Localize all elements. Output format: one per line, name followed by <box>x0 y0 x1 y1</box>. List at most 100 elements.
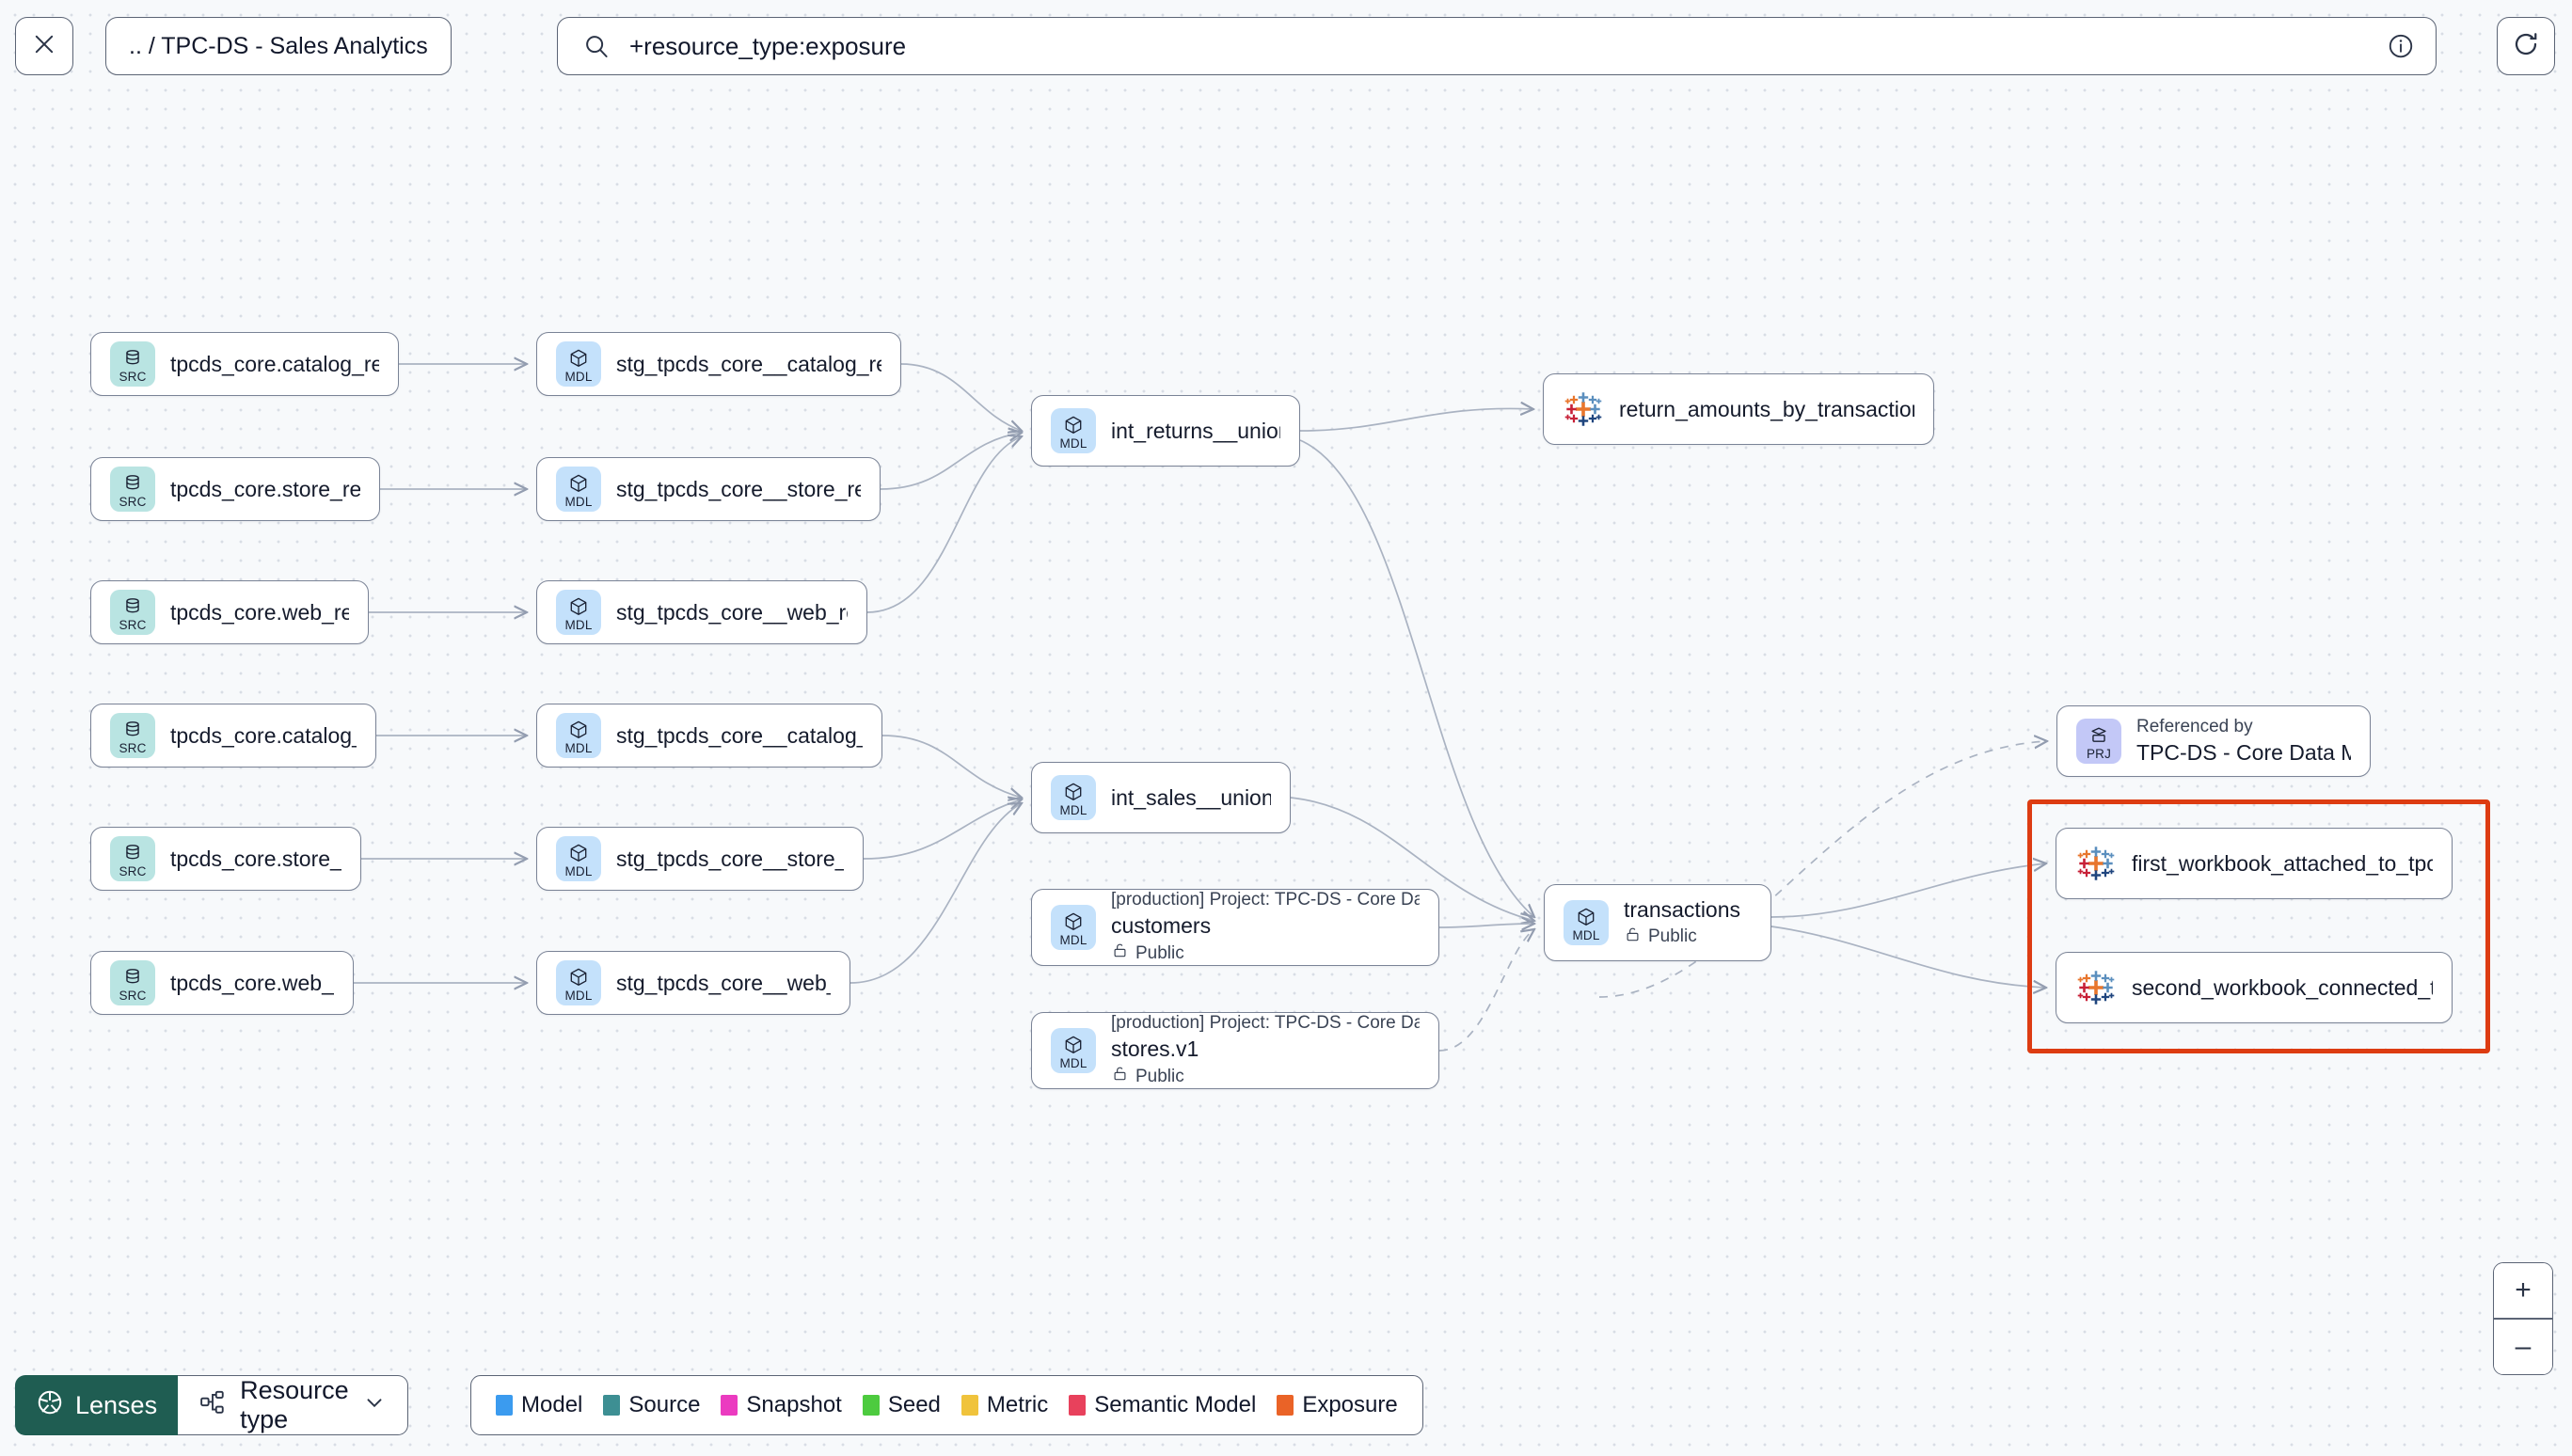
graph-node-mdl-stg-store-sales[interactable]: MDL stg_tpcds_core__store_sales <box>536 827 864 891</box>
node-meta: tpcds_core.web_returns <box>170 600 349 625</box>
legend-item-seed[interactable]: Seed <box>862 1392 941 1418</box>
node-relation-title: Referenced by <box>2136 717 2253 736</box>
search-icon <box>582 32 611 60</box>
node-meta: tpcds_core.web_sales <box>170 971 334 996</box>
database-icon <box>122 473 143 494</box>
model-badge: MDL <box>556 341 601 387</box>
legend-item-snapshot[interactable]: Snapshot <box>721 1392 842 1418</box>
legend-label: Semantic Model <box>1094 1392 1257 1417</box>
lenses-group: Lenses Resource type <box>15 1375 408 1435</box>
cube-icon <box>568 473 589 494</box>
project-icon <box>2088 725 2109 746</box>
node-label: second_workbook_connected_to_live… <box>2132 974 2433 1000</box>
node-meta: tpcds_core.catalog_sales <box>170 723 357 749</box>
node-meta: stg_tpcds_core__store_sales <box>616 847 844 872</box>
cube-icon <box>1576 907 1596 927</box>
badge-label: MDL <box>1059 435 1088 451</box>
cube-icon <box>1063 782 1084 802</box>
breadcrumb[interactable]: .. / TPC-DS - Sales Analytics <box>105 17 452 75</box>
close-button[interactable] <box>15 17 73 75</box>
graph-node-mdl-stores-v1[interactable]: MDL[production] Project: TPC-DS - Core D… <box>1031 1012 1439 1089</box>
source-badge: SRC <box>110 960 155 1005</box>
node-meta: first_workbook_attached_to_tpc-ds_-_… <box>2132 851 2433 877</box>
badge-label: MDL <box>564 494 593 509</box>
legend-label: Snapshot <box>746 1392 842 1417</box>
lenses-button[interactable]: Lenses <box>15 1375 179 1435</box>
zoom-divider <box>2494 1318 2552 1320</box>
graph-node-src-web-sales[interactable]: SRC tpcds_core.web_sales <box>90 951 354 1015</box>
node-meta: stg_tpcds_core__catalog_returns <box>616 352 881 377</box>
node-privacy: Public <box>1624 926 1740 949</box>
node-meta: stg_tpcds_core__web_sales <box>616 971 831 996</box>
model-badge: MDL <box>1051 408 1096 453</box>
badge-label: MDL <box>1572 927 1600 942</box>
search-input[interactable]: +resource_type:exposure <box>629 31 907 60</box>
source-badge: SRC <box>110 341 155 387</box>
node-meta: second_workbook_connected_to_live… <box>2132 975 2433 1001</box>
graph-node-exp-first-workbook[interactable]: first_workbook_attached_to_tpc-ds_-_… <box>2056 828 2453 899</box>
source-badge: SRC <box>110 590 155 635</box>
source-badge: SRC <box>110 713 155 758</box>
node-label: tpcds_core.store_returns <box>170 476 360 501</box>
legend-label: Source <box>628 1392 701 1417</box>
model-badge: MDL <box>1564 900 1609 945</box>
graph-node-mdl-stg-catalog-returns[interactable]: MDL stg_tpcds_core__catalog_returns <box>536 332 901 396</box>
badge-label: MDL <box>564 369 593 384</box>
model-badge: MDL <box>1051 775 1096 820</box>
tableau-icon <box>2075 967 2117 1008</box>
node-label: tpcds_core.web_sales <box>170 970 334 995</box>
graph-node-mdl-stg-web-sales[interactable]: MDL stg_tpcds_core__web_sales <box>536 951 850 1015</box>
badge-label: MDL <box>564 988 593 1003</box>
cube-icon <box>1063 1035 1084 1055</box>
breadcrumb-label: .. / TPC-DS - Sales Analytics <box>129 32 428 59</box>
node-label: stores.v1 <box>1111 1037 1199 1061</box>
zoom-out-button[interactable]: – <box>2494 1320 2552 1374</box>
legend-item-metric[interactable]: Metric <box>961 1392 1048 1418</box>
legend-label: Exposure <box>1302 1392 1398 1417</box>
graph-node-exp-second-workbook[interactable]: second_workbook_connected_to_live… <box>2056 952 2453 1023</box>
node-meta: tpcds_core.store_returns <box>170 477 360 502</box>
node-meta: stg_tpcds_core__catalog_sales <box>616 723 863 749</box>
resource-type-dropdown[interactable]: Resource type <box>178 1375 408 1435</box>
lenses-label: Lenses <box>75 1390 158 1419</box>
badge-label: MDL <box>1059 932 1088 947</box>
legend-swatch <box>496 1395 513 1416</box>
info-circle-icon[interactable] <box>2387 32 2415 60</box>
legend-item-source[interactable]: Source <box>603 1392 700 1418</box>
node-project-path: [production] Project: TPC-DS - Core Data… <box>1111 1013 1420 1033</box>
badge-label: PRJ <box>2086 746 2112 761</box>
cube-icon <box>568 967 589 988</box>
legend-item-semantic-model[interactable]: Semantic Model <box>1069 1392 1256 1418</box>
zoom-in-button[interactable]: + <box>2494 1263 2552 1319</box>
database-icon <box>122 843 143 863</box>
search-bar[interactable]: +resource_type:exposure <box>557 17 2437 75</box>
legend-swatch <box>1277 1395 1294 1416</box>
graph-node-src-catalog-sales[interactable]: SRC tpcds_core.catalog_sales <box>90 704 376 768</box>
badge-label: MDL <box>564 863 593 878</box>
database-icon <box>122 348 143 369</box>
cube-icon <box>568 843 589 863</box>
refresh-button[interactable] <box>2497 17 2555 75</box>
legend-item-exposure[interactable]: Exposure <box>1277 1392 1398 1418</box>
node-privacy: Public <box>1111 1065 1420 1088</box>
graph-node-src-web-returns[interactable]: SRC tpcds_core.web_returns <box>90 580 369 644</box>
graph-node-mdl-customers[interactable]: MDL [production] Project: TPC-DS - Core D… <box>1031 889 1439 966</box>
legend-swatch <box>603 1395 621 1416</box>
cube-icon <box>1063 911 1084 932</box>
graph-node-exp-return-amounts[interactable]: return_amounts_by_transaction_type <box>1543 373 1934 445</box>
node-meta: [production] Project: TPC-DS - Core Data… <box>1111 890 1420 965</box>
legend-item-model[interactable]: Model <box>496 1392 582 1418</box>
zoom-controls: + – <box>2493 1262 2553 1375</box>
